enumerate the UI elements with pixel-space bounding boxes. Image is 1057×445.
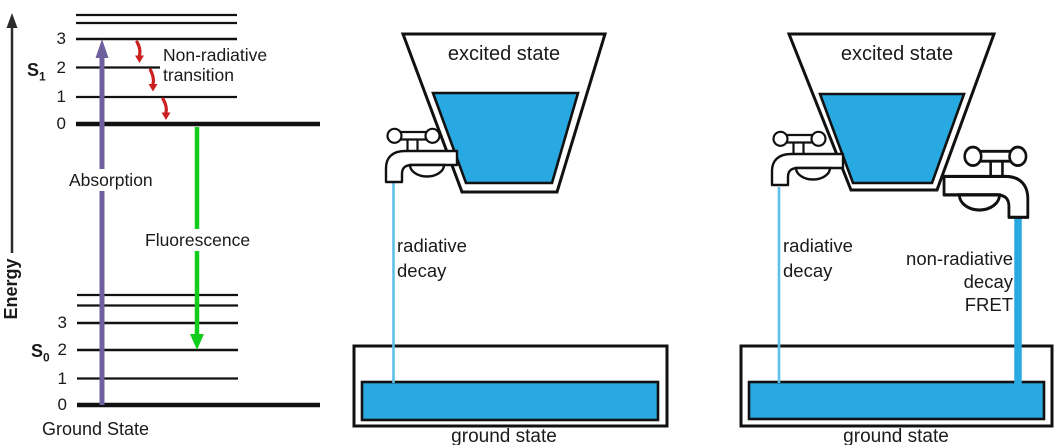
nonradiative-transition-label-line1: Non-radiative [160,44,271,67]
right-radiative-decay-label: radiative decay [783,233,853,283]
s0-state-label: S0 [31,341,50,365]
s0-level-1: 1 [57,368,67,388]
nonradiative-decay-fret-label: non-radiative decay FRET [853,247,1013,316]
radiative-word: radiative [397,235,467,256]
nonradiative-arrows [135,40,171,120]
absorption-label: Absorption [66,169,156,192]
ground-state-label: Ground State [42,419,150,439]
energy-axis-arrow [6,13,18,253]
s0-level-3: 3 [57,313,67,332]
right-excited-state-label: excited state [840,43,954,65]
decay-word: decay [963,271,1013,292]
s1-subscript: 1 [39,69,46,84]
s1-level-1: 1 [56,87,66,106]
middle-bucket-group [352,32,669,428]
decay-word: decay [783,260,833,281]
tray-water [360,380,660,422]
energy-axis-label: Energy [1,258,21,320]
radiative-word: radiative [783,235,853,256]
middle-radiative-decay-label: radiative decay [397,233,467,283]
tray-water [747,380,1046,421]
s0-level-0: 0 [57,395,67,414]
s0-letter: S [31,341,44,361]
s1-level-2: 2 [56,57,66,77]
decay-word: decay [397,260,447,281]
middle-ground-state-label: ground state [451,426,557,445]
s0-level-2: 2 [57,340,67,359]
s1-level-3: 3 [56,29,66,48]
middle-excited-state-label: excited state [447,43,561,65]
fluorescence-label: Fluorescence [142,229,254,252]
s1-level-0: 0 [56,114,66,133]
s1-letter: S [27,60,40,80]
faucet-icon-mirrored [942,145,1030,219]
right-ground-state-label: ground state [843,426,949,445]
absorption-arrow [95,39,109,405]
fret-word: FRET [964,294,1013,315]
nonradiative-transition-label-line2: transition [160,64,238,87]
nonradiative-word: non-radiative [906,248,1013,269]
s0-subscript: 0 [43,350,50,365]
s1-state-label: S1 [27,60,46,84]
right-bucket-group [739,32,1054,428]
